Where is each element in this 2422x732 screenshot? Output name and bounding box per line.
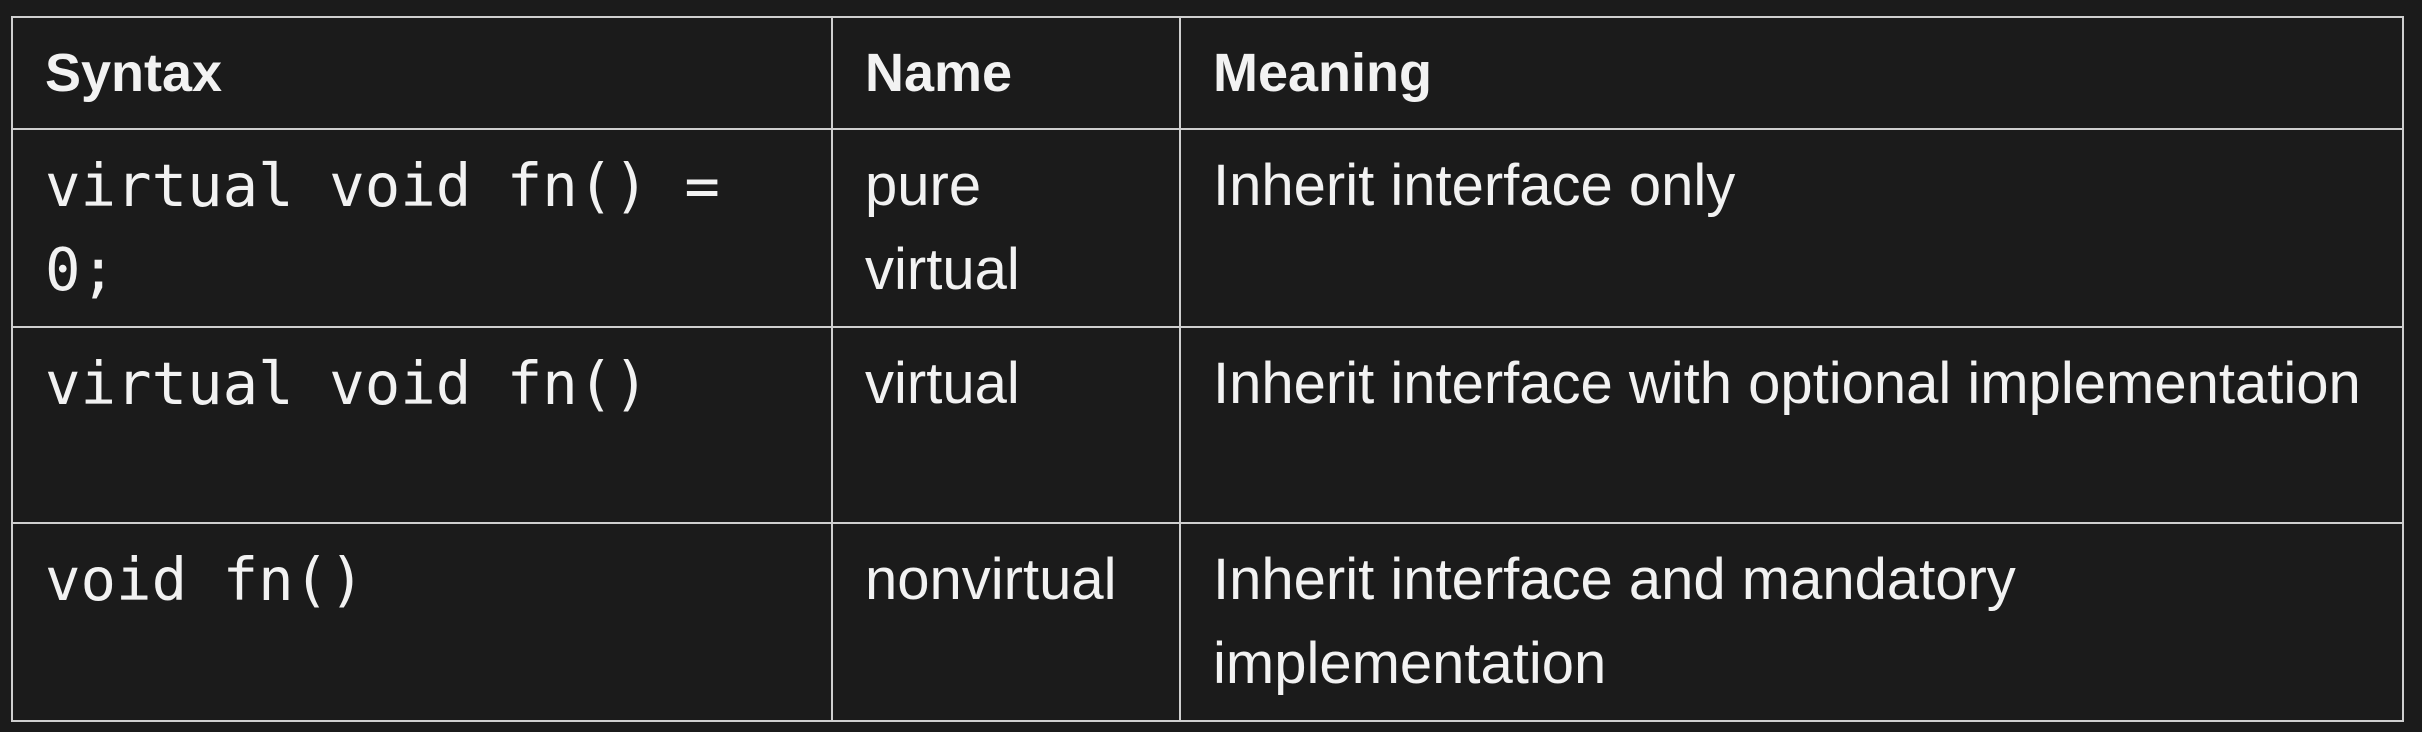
table-row: void fn() nonvirtual Inherit interface a… xyxy=(11,522,2404,722)
virtual-function-table: Syntax Name Meaning virtual void fn() = … xyxy=(11,16,2404,722)
meaning-cell: Inherit interface only xyxy=(1179,128,2404,328)
meaning-cell: Inherit interface and mandatory implemen… xyxy=(1179,522,2404,722)
header-name: Name xyxy=(831,16,1181,130)
header-meaning: Meaning xyxy=(1179,16,2404,130)
name-cell: nonvirtual xyxy=(831,522,1181,722)
syntax-cell: virtual void fn() = 0; xyxy=(11,128,833,328)
table-row: virtual void fn() = 0; pure virtual Inhe… xyxy=(11,128,2404,328)
syntax-cell: void fn() xyxy=(11,522,833,722)
table-header: Syntax Name Meaning xyxy=(11,16,2404,130)
header-syntax: Syntax xyxy=(11,16,833,130)
syntax-table-container: Syntax Name Meaning virtual void fn() = … xyxy=(11,16,2404,722)
header-row: Syntax Name Meaning xyxy=(11,16,2404,130)
meaning-cell: Inherit interface with optional implemen… xyxy=(1179,326,2404,524)
name-cell: pure virtual xyxy=(831,128,1181,328)
syntax-cell: virtual void fn() xyxy=(11,326,833,524)
table-body: virtual void fn() = 0; pure virtual Inhe… xyxy=(11,128,2404,722)
table-row: virtual void fn() virtual Inherit interf… xyxy=(11,326,2404,524)
name-cell: virtual xyxy=(831,326,1181,524)
